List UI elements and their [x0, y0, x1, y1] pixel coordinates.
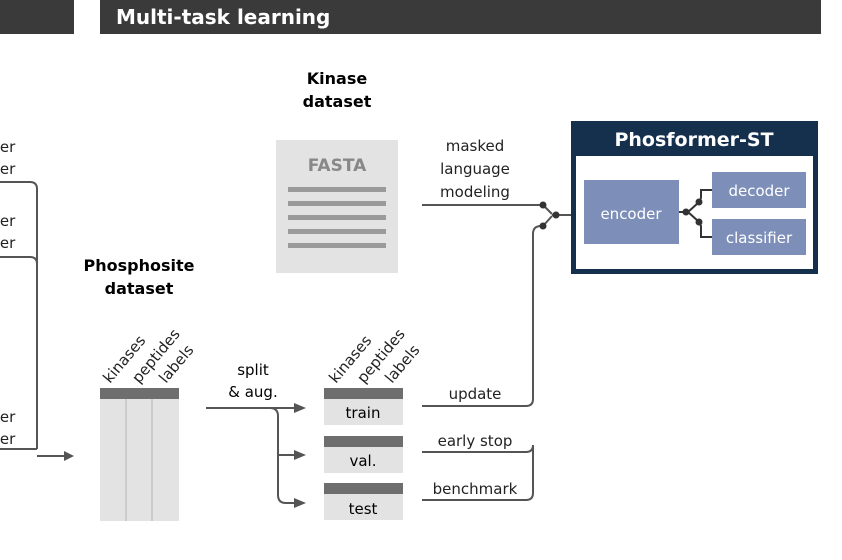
decoder-label: decoder	[728, 182, 790, 200]
split-label-1: split	[237, 361, 269, 379]
previous-panel-header	[0, 0, 74, 34]
split-sets: kinases peptides labels train val. test	[324, 325, 424, 520]
test-set: test	[324, 483, 403, 520]
task-labels: masked language modeling update early st…	[433, 137, 518, 498]
panel-header: Multi-task learning	[100, 0, 821, 34]
table-body	[100, 399, 179, 521]
left-label-3: ter	[0, 212, 16, 230]
switch-dots	[539, 201, 560, 230]
classifier-label: classifier	[726, 229, 793, 247]
val-set: val.	[324, 436, 403, 473]
split-label-2: & aug.	[228, 383, 277, 401]
decoder-block	[712, 172, 806, 208]
fasta-file-icon	[276, 140, 398, 273]
phosphosite-dataset: Phosphosite dataset kinases peptides lab…	[84, 256, 198, 521]
left-label-6: ter	[0, 430, 16, 448]
mlm-label-2: language	[440, 160, 510, 178]
panel-title: Multi-task learning	[116, 5, 331, 29]
kinase-dataset-title-1: Kinase	[307, 69, 368, 88]
left-label-1: ter	[0, 138, 16, 156]
benchmark-label: benchmark	[433, 480, 518, 498]
phosphosite-title-2: dataset	[105, 279, 174, 298]
fasta-label: FASTA	[308, 156, 367, 176]
train-set: train	[324, 388, 403, 425]
kinase-dataset-title-2: dataset	[303, 92, 372, 111]
left-label-4: ter	[0, 234, 16, 252]
update-label: update	[449, 385, 502, 403]
left-label-5: ter	[0, 408, 16, 426]
task-connectors	[422, 204, 582, 501]
split-step: split & aug.	[206, 361, 306, 508]
table-header-bar	[100, 388, 179, 399]
mlm-label-3: modeling	[440, 183, 510, 201]
test-label: test	[349, 500, 378, 518]
left-connectors	[0, 181, 74, 461]
kinase-dataset: Kinase dataset FASTA	[276, 69, 398, 273]
train-label: train	[346, 404, 381, 422]
val-label: val.	[349, 452, 376, 470]
classifier-block	[712, 219, 806, 255]
model-title: Phosformer-ST	[614, 129, 773, 151]
encoder-label: encoder	[600, 205, 662, 223]
encoder-block	[584, 180, 679, 244]
early-stop-label: early stop	[438, 432, 513, 450]
phosformer-model: Phosformer-ST encoder decoder classifier	[571, 121, 818, 274]
fasta-lines	[288, 187, 386, 248]
phosphosite-title-1: Phosphosite	[84, 256, 195, 275]
mlm-label-1: masked	[446, 137, 505, 155]
left-label-2: ter	[0, 160, 16, 178]
left-column: ter ter ter ter ter ter	[0, 138, 16, 448]
